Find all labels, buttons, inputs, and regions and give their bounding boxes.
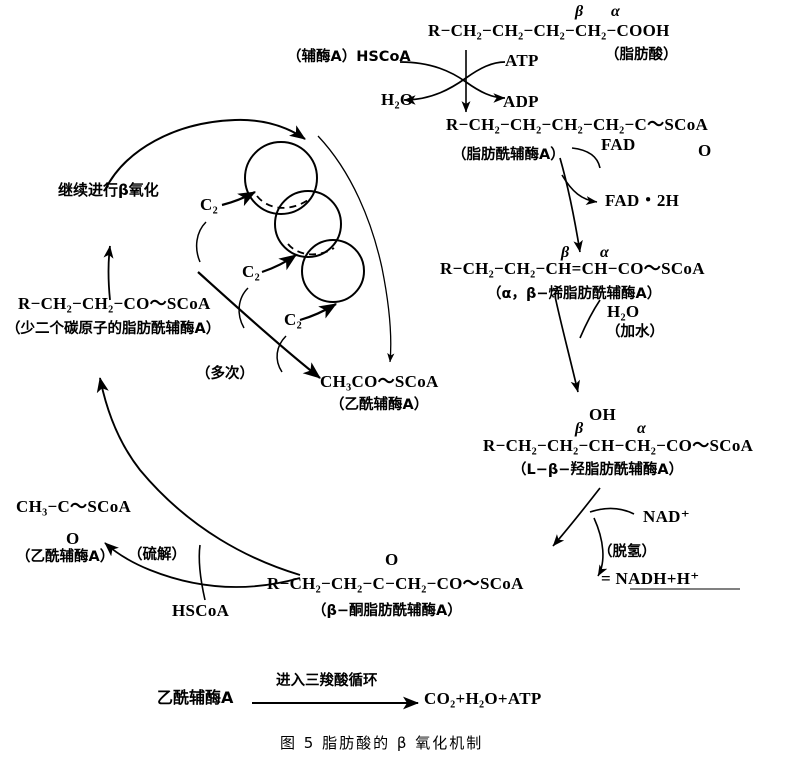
atp-to-water-arrow [403, 61, 506, 105]
hydroxyl-group-label: OH [589, 405, 617, 424]
keto-acyl-coa-formula: R−CH₂−CH₂−C−CH₂−CO～SCoA [267, 574, 524, 593]
fad-in-curve [571, 147, 601, 169]
multiple-times-label: （多次） [196, 366, 254, 382]
atp-label: ATP [505, 51, 539, 70]
acyl-coa-name: （脂肪酰辅酶A） [452, 147, 565, 163]
acyl-coa-formula: R−CH₂−CH₂−CH₂−CH₂−C～SCoA [446, 115, 709, 134]
acylcoa-to-enoyl-arrow [559, 157, 583, 253]
alpha-marker-fatty-acid: α [611, 3, 620, 20]
c2-arrow-1 [221, 191, 256, 207]
spiral-dash-1 [256, 195, 309, 209]
acetyl-coa-carbonyl-o: O [66, 529, 80, 548]
c2-label-2: C₂ [242, 262, 260, 281]
fad2h-label: FAD・2H [605, 191, 680, 210]
enoyl-to-hydroxy-arrow [554, 295, 580, 393]
hydroxy-acyl-coa-name: （L−β−羟脂肪酰辅酶A） [512, 462, 684, 478]
acetyl-coa-bottom-label: 乙酰辅酶A [157, 688, 234, 707]
tca-products-label: CO₂+H₂O+ATP [424, 689, 542, 708]
beta-marker-enoyl: β [561, 244, 570, 261]
thiolysis-label: （硫解） [128, 547, 186, 563]
water-in-line [579, 299, 601, 339]
nadh-label: = NADH+H⁺ [601, 569, 700, 588]
c2-hook-2 [238, 287, 249, 329]
acetyl-coa-spiral-name: （乙酰辅酶A） [330, 397, 429, 413]
alpha-marker-hydroxy: α [637, 420, 646, 437]
acetyl-coa-spiral-formula: CH₃CO～SCoA [320, 372, 439, 391]
enoyl-coa-name: （α，β−烯脂肪酰辅酶A） [487, 286, 662, 302]
enoyl-coa-formula: R−CH₂−CH₂−CH=CH−CO～SCoA [440, 259, 705, 278]
hscoa-to-adp-arrow [399, 61, 506, 103]
fatty-acid-name: （脂肪酸） [605, 47, 678, 63]
coenzyme-a-label: （辅酶A）HSCoA [287, 49, 411, 65]
spiral-circle-1 [244, 141, 318, 215]
fad2h-out-arrow [561, 174, 598, 205]
hydration-label: （加水） [606, 324, 664, 340]
acetyl-coa-formula: CH₃−C～SCoA [16, 497, 132, 516]
figure-caption: 图 5 脂肪酸的 β 氧化机制 [280, 734, 484, 752]
nad-in-curve [589, 507, 635, 515]
c2-arrow-2 [261, 254, 297, 274]
shortened-acyl-coa-name: （少二个碳原子的脂肪酰辅酶A） [6, 321, 221, 337]
nad-plus-label: NAD⁺ [643, 507, 691, 526]
beta-marker-hydroxy: β [575, 420, 584, 437]
fatty-acid-formula: R−CH₂−CH₂−CH₂−CH₂−COOH [428, 21, 670, 40]
water-label-2: H₂O [607, 302, 640, 321]
keto-carbonyl-o: O [385, 550, 399, 569]
beta-marker-fatty-acid: β [575, 3, 584, 20]
keto-acyl-coa-name: （β−酮脂肪酰辅酶A） [312, 603, 462, 619]
spiral-entry-arc [104, 118, 306, 191]
hscoa-in-curve [198, 544, 206, 601]
keto-to-shortened-acylcoa-arrow [96, 377, 301, 576]
continue-beta-oxidation-arrow [103, 245, 114, 301]
fad-label: FAD [601, 135, 636, 154]
tca-entry-label: 进入三羧酸循环 [276, 673, 378, 689]
c2-label-1: C₂ [200, 195, 218, 214]
water-label-1: H₂O [381, 90, 414, 109]
hydroxy-acyl-coa-formula: R−CH₂−CH₂−CH−CH₂−CO～SCoA [483, 436, 754, 455]
c2-hook-1 [195, 221, 207, 263]
spiral-dash-2 [287, 243, 335, 256]
acetyl-coa-name: （乙酰辅酶A） [16, 549, 115, 565]
c2-arrow-3 [299, 303, 337, 322]
shortened-acyl-coa-formula: R−CH₂−CH₂−CO～SCoA [18, 294, 211, 313]
alpha-marker-enoyl: α [600, 244, 609, 261]
hydroxy-to-keto-arrow [552, 487, 601, 547]
spiral-outer-sweep [317, 135, 395, 363]
adp-label: ADP [503, 92, 539, 111]
hscoa-label: HSCoA [172, 601, 230, 620]
spiral-circle-3 [301, 239, 365, 303]
c2-label-3: C₂ [284, 310, 302, 329]
c2-hook-3 [276, 335, 287, 373]
continue-beta-oxidation-label: 继续进行β氧化 [58, 181, 159, 199]
dehydrogenation-label: （脱氢） [598, 544, 656, 560]
acyl-coa-carbonyl-o: O [698, 141, 712, 160]
spiral-circle-2 [274, 190, 342, 258]
